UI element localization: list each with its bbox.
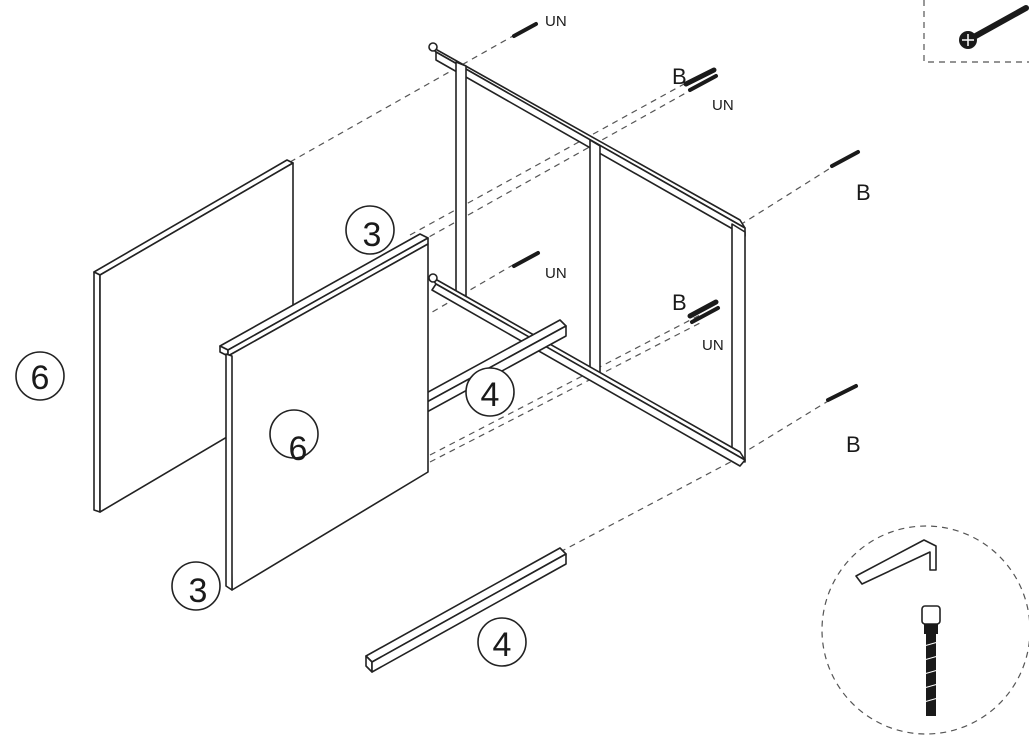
screw-icon — [512, 22, 538, 38]
screw-icon — [826, 384, 858, 402]
front-panel — [219, 233, 429, 591]
label-b-right-upper: B — [856, 180, 871, 205]
callout-rail-upper: 4 — [465, 367, 515, 417]
callout-label: 4 — [493, 626, 512, 664]
labels: UN B UN B UN B UN B 6 6 3 3 4 4 — [15, 13, 871, 667]
screw-icon — [687, 299, 720, 324]
label-b-top: B — [672, 64, 687, 89]
assembly-guide-lines — [289, 31, 841, 553]
label-b-right-lower: B — [846, 432, 861, 457]
callout-rail-top: 3 — [345, 205, 395, 255]
screw-detail-box — [923, 0, 1029, 63]
screw-icon — [512, 251, 540, 268]
label-un-top: UN — [545, 13, 567, 30]
phillips-screw-icon — [959, 5, 1029, 49]
label-b-mid: B — [672, 290, 687, 315]
callout-rail-lower: 4 — [477, 617, 527, 667]
callout-rail-bottom: 3 — [171, 561, 221, 611]
screw-icon — [830, 150, 860, 168]
label-un-top-right: UN — [712, 97, 734, 114]
screws — [512, 22, 860, 402]
label-un-mid: UN — [545, 265, 567, 282]
callout-label: 6 — [289, 430, 308, 468]
allen-key-icon — [855, 539, 937, 585]
rail-lower — [365, 547, 567, 673]
label-un-mid-right: UN — [702, 337, 724, 354]
callout-label: 4 — [481, 376, 500, 414]
hex-socket-bolt-icon — [921, 605, 941, 716]
callout-panel-left: 6 — [15, 351, 65, 401]
screw-icon — [683, 67, 718, 92]
callout-panel-front: 6 — [269, 409, 319, 468]
callout-label: 3 — [363, 216, 382, 254]
bolt-detail-circle — [821, 525, 1029, 735]
side-frame — [428, 42, 746, 467]
callout-label: 3 — [189, 572, 208, 610]
callout-label: 6 — [31, 359, 50, 397]
